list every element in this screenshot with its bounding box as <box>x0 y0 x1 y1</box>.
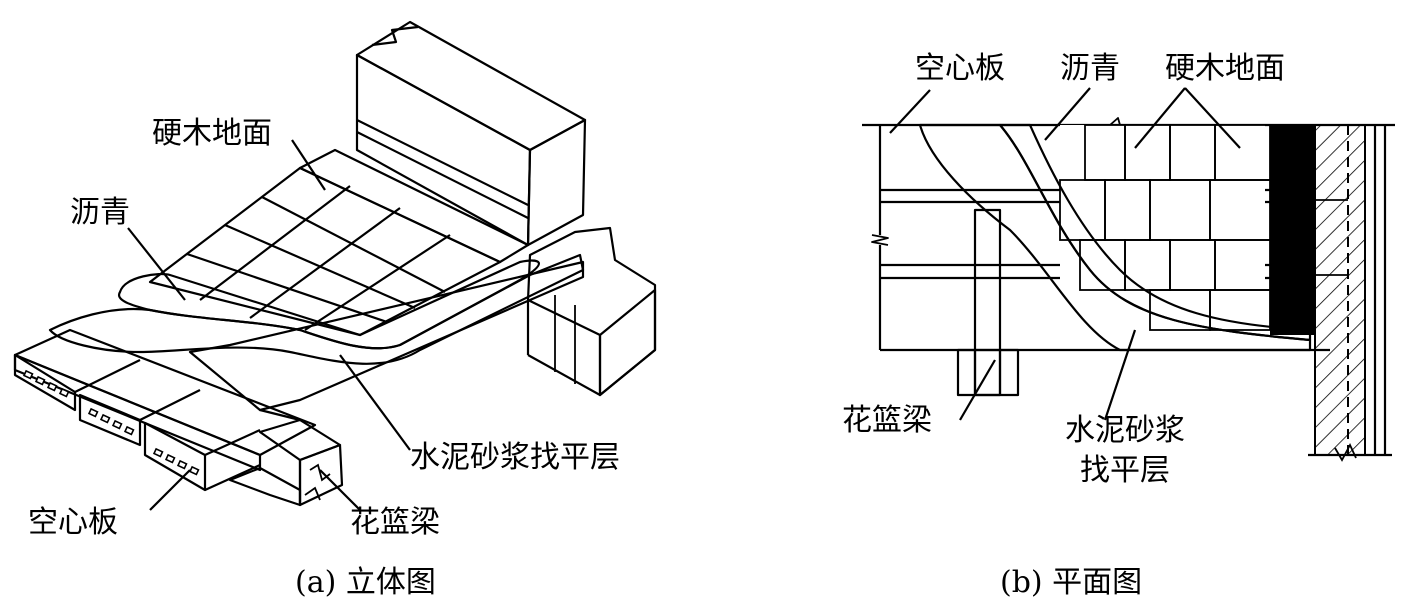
caption-left: (a) 立体图 <box>295 565 436 600</box>
brick-base-block <box>526 226 657 397</box>
label-cement-mortar-left: 水泥砂浆找平层 <box>410 440 620 475</box>
wall-block <box>355 20 587 247</box>
label-hollow-slab-left: 空心板 <box>28 505 118 540</box>
skirting-strip <box>298 148 530 264</box>
plan-beam <box>956 208 1020 397</box>
plan-skirting <box>1270 125 1315 335</box>
label-hardwood-floor-left: 硬木地面 <box>152 116 272 151</box>
label-hollow-slab-right: 空心板 <box>915 51 1005 86</box>
hollow-slabs <box>13 328 317 492</box>
plan-wall <box>1308 124 1392 462</box>
label-flower-basket-beam-right: 花篮梁 <box>842 403 932 438</box>
isometric-view: 硬木地面 沥青 水泥砂浆找平层 空心板 花篮梁 (a) 立体图 <box>13 20 657 600</box>
label-cement-mortar-right-2: 找平层 <box>1080 453 1170 488</box>
caption-right: (b) 平面图 <box>1000 565 1142 600</box>
plan-parquet <box>1059 124 1271 331</box>
label-flower-basket-beam-left: 花篮梁 <box>350 505 440 540</box>
leader-lines-left <box>127 139 411 511</box>
parquet-floor <box>148 166 502 337</box>
beam <box>188 260 585 507</box>
plan-asphalt <box>998 123 1312 342</box>
label-asphalt-left: 沥青 <box>70 195 130 230</box>
label-cement-mortar-right-1: 水泥砂浆 <box>1065 413 1185 448</box>
leader-lines-right <box>889 87 1241 421</box>
cement-mortar-layer <box>48 253 585 365</box>
label-hardwood-floor-right: 硬木地面 <box>1165 51 1285 86</box>
plan-view: 空心板 沥青 硬木地面 花篮梁 水泥砂浆 找平层 (b) 平面图 <box>842 51 1395 600</box>
label-asphalt-right: 沥青 <box>1060 51 1120 86</box>
